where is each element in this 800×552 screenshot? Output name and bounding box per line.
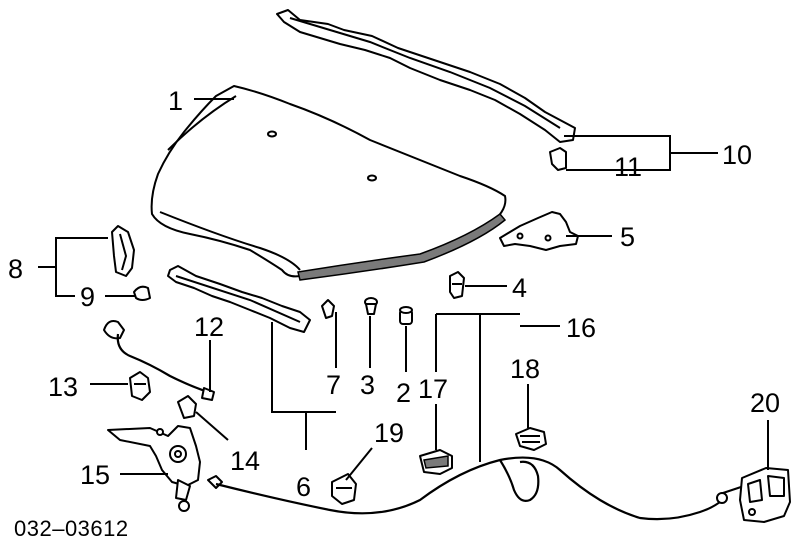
callout-11: 11 <box>614 152 642 182</box>
clip-3 <box>364 297 378 315</box>
cushion-2 <box>399 306 413 325</box>
latch-cable-12 <box>103 320 215 401</box>
hood-stay-6 <box>167 265 311 333</box>
callout-18: 18 <box>510 354 540 384</box>
diagram-code: 032–03612 <box>14 516 129 541</box>
callout-6: 6 <box>296 472 311 502</box>
release-lever-20 <box>739 467 791 523</box>
callout-4: 4 <box>512 273 527 303</box>
callout-1: 1 <box>168 86 183 116</box>
hood-panel <box>150 85 507 281</box>
callout-19: 19 <box>374 418 404 448</box>
leader-lines <box>38 98 769 481</box>
callout-10: 10 <box>722 140 752 170</box>
hood-latch-15 <box>107 425 223 512</box>
hood-hinge <box>499 211 579 251</box>
grommet-7 <box>321 299 335 319</box>
callout-16: 16 <box>566 313 596 343</box>
callout-12: 12 <box>194 312 224 342</box>
release-handle-17 <box>419 449 453 475</box>
callout-3: 3 <box>360 370 375 400</box>
clamp-13 <box>129 371 151 401</box>
callout-14: 14 <box>230 446 260 476</box>
callout-17: 17 <box>418 374 448 404</box>
callout-15: 15 <box>80 460 110 490</box>
clip-11 <box>549 147 567 171</box>
callout-9: 9 <box>80 282 95 312</box>
callout-2: 2 <box>396 378 411 408</box>
release-cable-16 <box>215 456 745 521</box>
grommet-18 <box>515 427 547 451</box>
bumper-4 <box>449 271 465 299</box>
seal-8 <box>111 225 135 277</box>
callout-5: 5 <box>620 222 635 252</box>
switch-14 <box>177 395 197 419</box>
cable-clip-19 <box>331 473 357 505</box>
bump-stop-9 <box>133 285 151 301</box>
callout-20: 20 <box>750 388 780 418</box>
hood-weatherstrip <box>276 9 576 143</box>
callout-13: 13 <box>48 372 78 402</box>
callout-7: 7 <box>326 370 341 400</box>
callout-8: 8 <box>8 254 23 284</box>
callout-labels: 1 10 11 5 8 9 4 12 16 7 3 2 17 18 13 19 … <box>8 86 780 502</box>
